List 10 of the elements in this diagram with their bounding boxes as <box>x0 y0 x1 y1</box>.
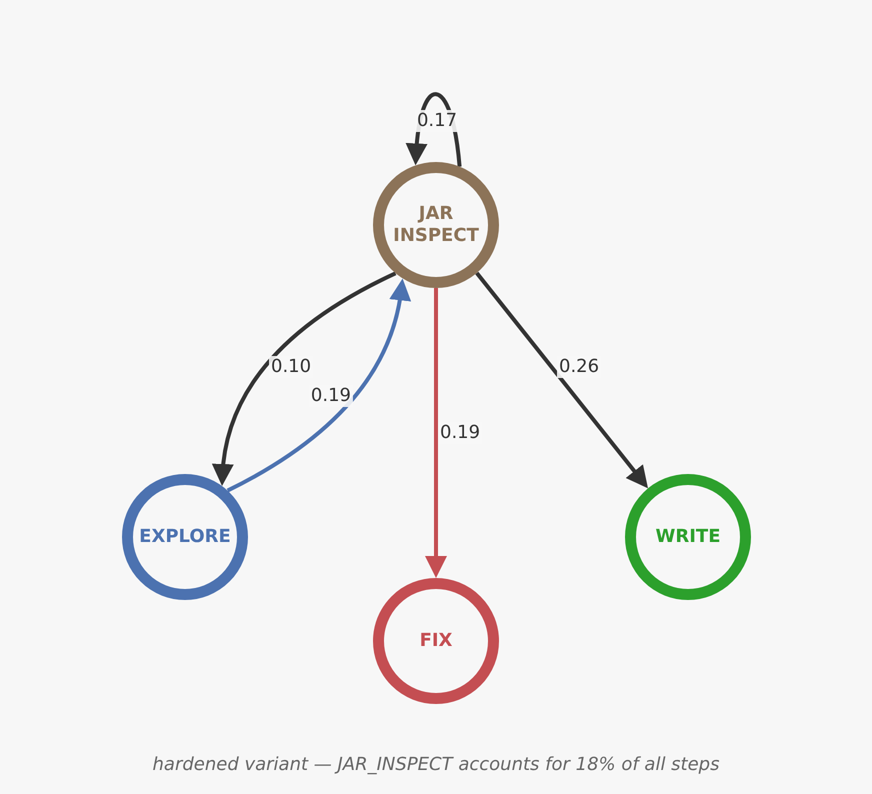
node-label: EXPLORE <box>139 526 231 548</box>
arrow <box>425 288 447 578</box>
curved-arrow <box>212 272 396 486</box>
node-label: WRITE <box>656 526 720 548</box>
arrow <box>475 272 648 488</box>
node-label: JAR INSPECT <box>392 203 480 247</box>
node-label: FIX <box>420 630 452 652</box>
edge-label: 0.17 <box>414 110 460 132</box>
curved-arrow <box>226 278 410 492</box>
caption: hardened variant — JAR_INSPECT accounts for 18% of all steps <box>152 753 720 777</box>
